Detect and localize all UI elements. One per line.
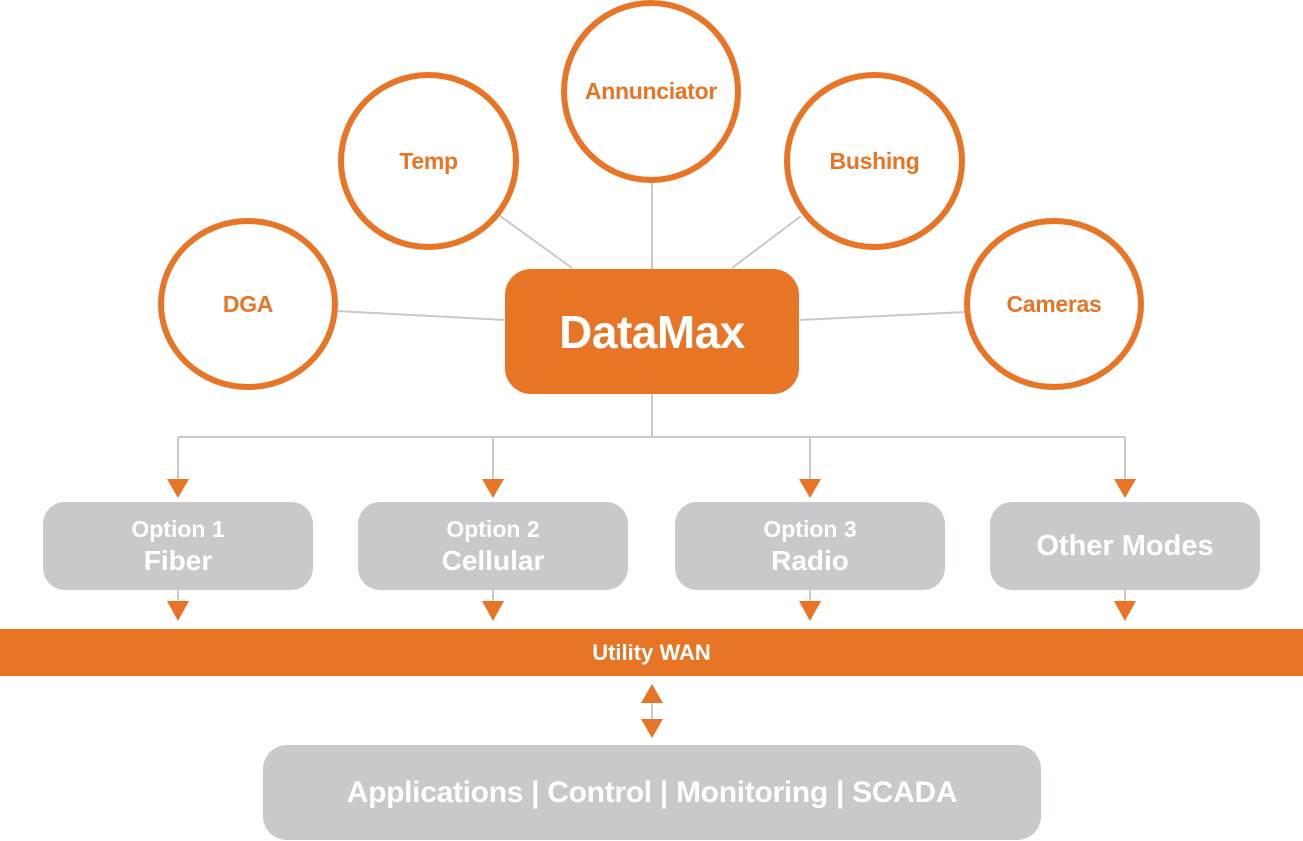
connector-dga <box>335 310 507 321</box>
option-number: Option 1 <box>131 516 225 542</box>
sensor-label: Temp <box>399 147 458 174</box>
sensor-label: Annunciator <box>584 78 718 104</box>
bidirectional-arrow-icon <box>641 684 663 738</box>
sensor-cameras: Cameras <box>964 218 1144 390</box>
option-mode: Cellular <box>441 545 545 576</box>
option-drops <box>177 437 1126 602</box>
arrow-down-icon <box>167 479 189 498</box>
arrow-down-icon <box>167 601 189 621</box>
option-radio: Option 3 Radio <box>675 502 945 590</box>
option-fiber: Option 1 Fiber <box>43 502 313 590</box>
option-mode: Other Modes <box>1036 529 1214 562</box>
connector-temp <box>499 215 573 269</box>
sensor-label: Cameras <box>1006 290 1102 317</box>
option-number: Option 3 <box>763 516 857 542</box>
option-number: Option 2 <box>446 516 540 542</box>
utility-wan-bar: Utility WAN <box>0 629 1303 676</box>
sensor-label: DGA <box>222 290 274 317</box>
sensor-dga: DGA <box>158 218 338 390</box>
arrow-down-icon <box>799 479 821 498</box>
applications-box: Applications | Control | Monitoring | SC… <box>263 745 1041 840</box>
arrow-down-icon <box>482 479 504 498</box>
option-cellular: Option 2 Cellular <box>358 502 628 590</box>
sensor-annunciator: Annunciator <box>561 0 741 183</box>
arrow-down-icon <box>1114 601 1136 621</box>
sensor-bushing: Bushing <box>784 72 965 250</box>
arrow-down-icon <box>482 601 504 621</box>
arrow-down-icon <box>799 601 821 621</box>
wan-label: Utility WAN <box>592 639 711 665</box>
applications-label: Applications | Control | Monitoring | SC… <box>346 775 958 809</box>
sensor-label: Bushing <box>829 147 920 174</box>
option-other-modes: Other Modes <box>990 502 1260 590</box>
sensor-temp: Temp <box>338 72 519 250</box>
hub-label: DataMax <box>559 305 745 358</box>
option-mode: Radio <box>771 545 849 576</box>
connector-bushing <box>731 215 802 269</box>
arrow-down-icon <box>1114 479 1136 498</box>
connector-cameras <box>798 311 967 321</box>
option-mode: Fiber <box>143 545 213 576</box>
datamax-hub: DataMax <box>505 269 799 394</box>
